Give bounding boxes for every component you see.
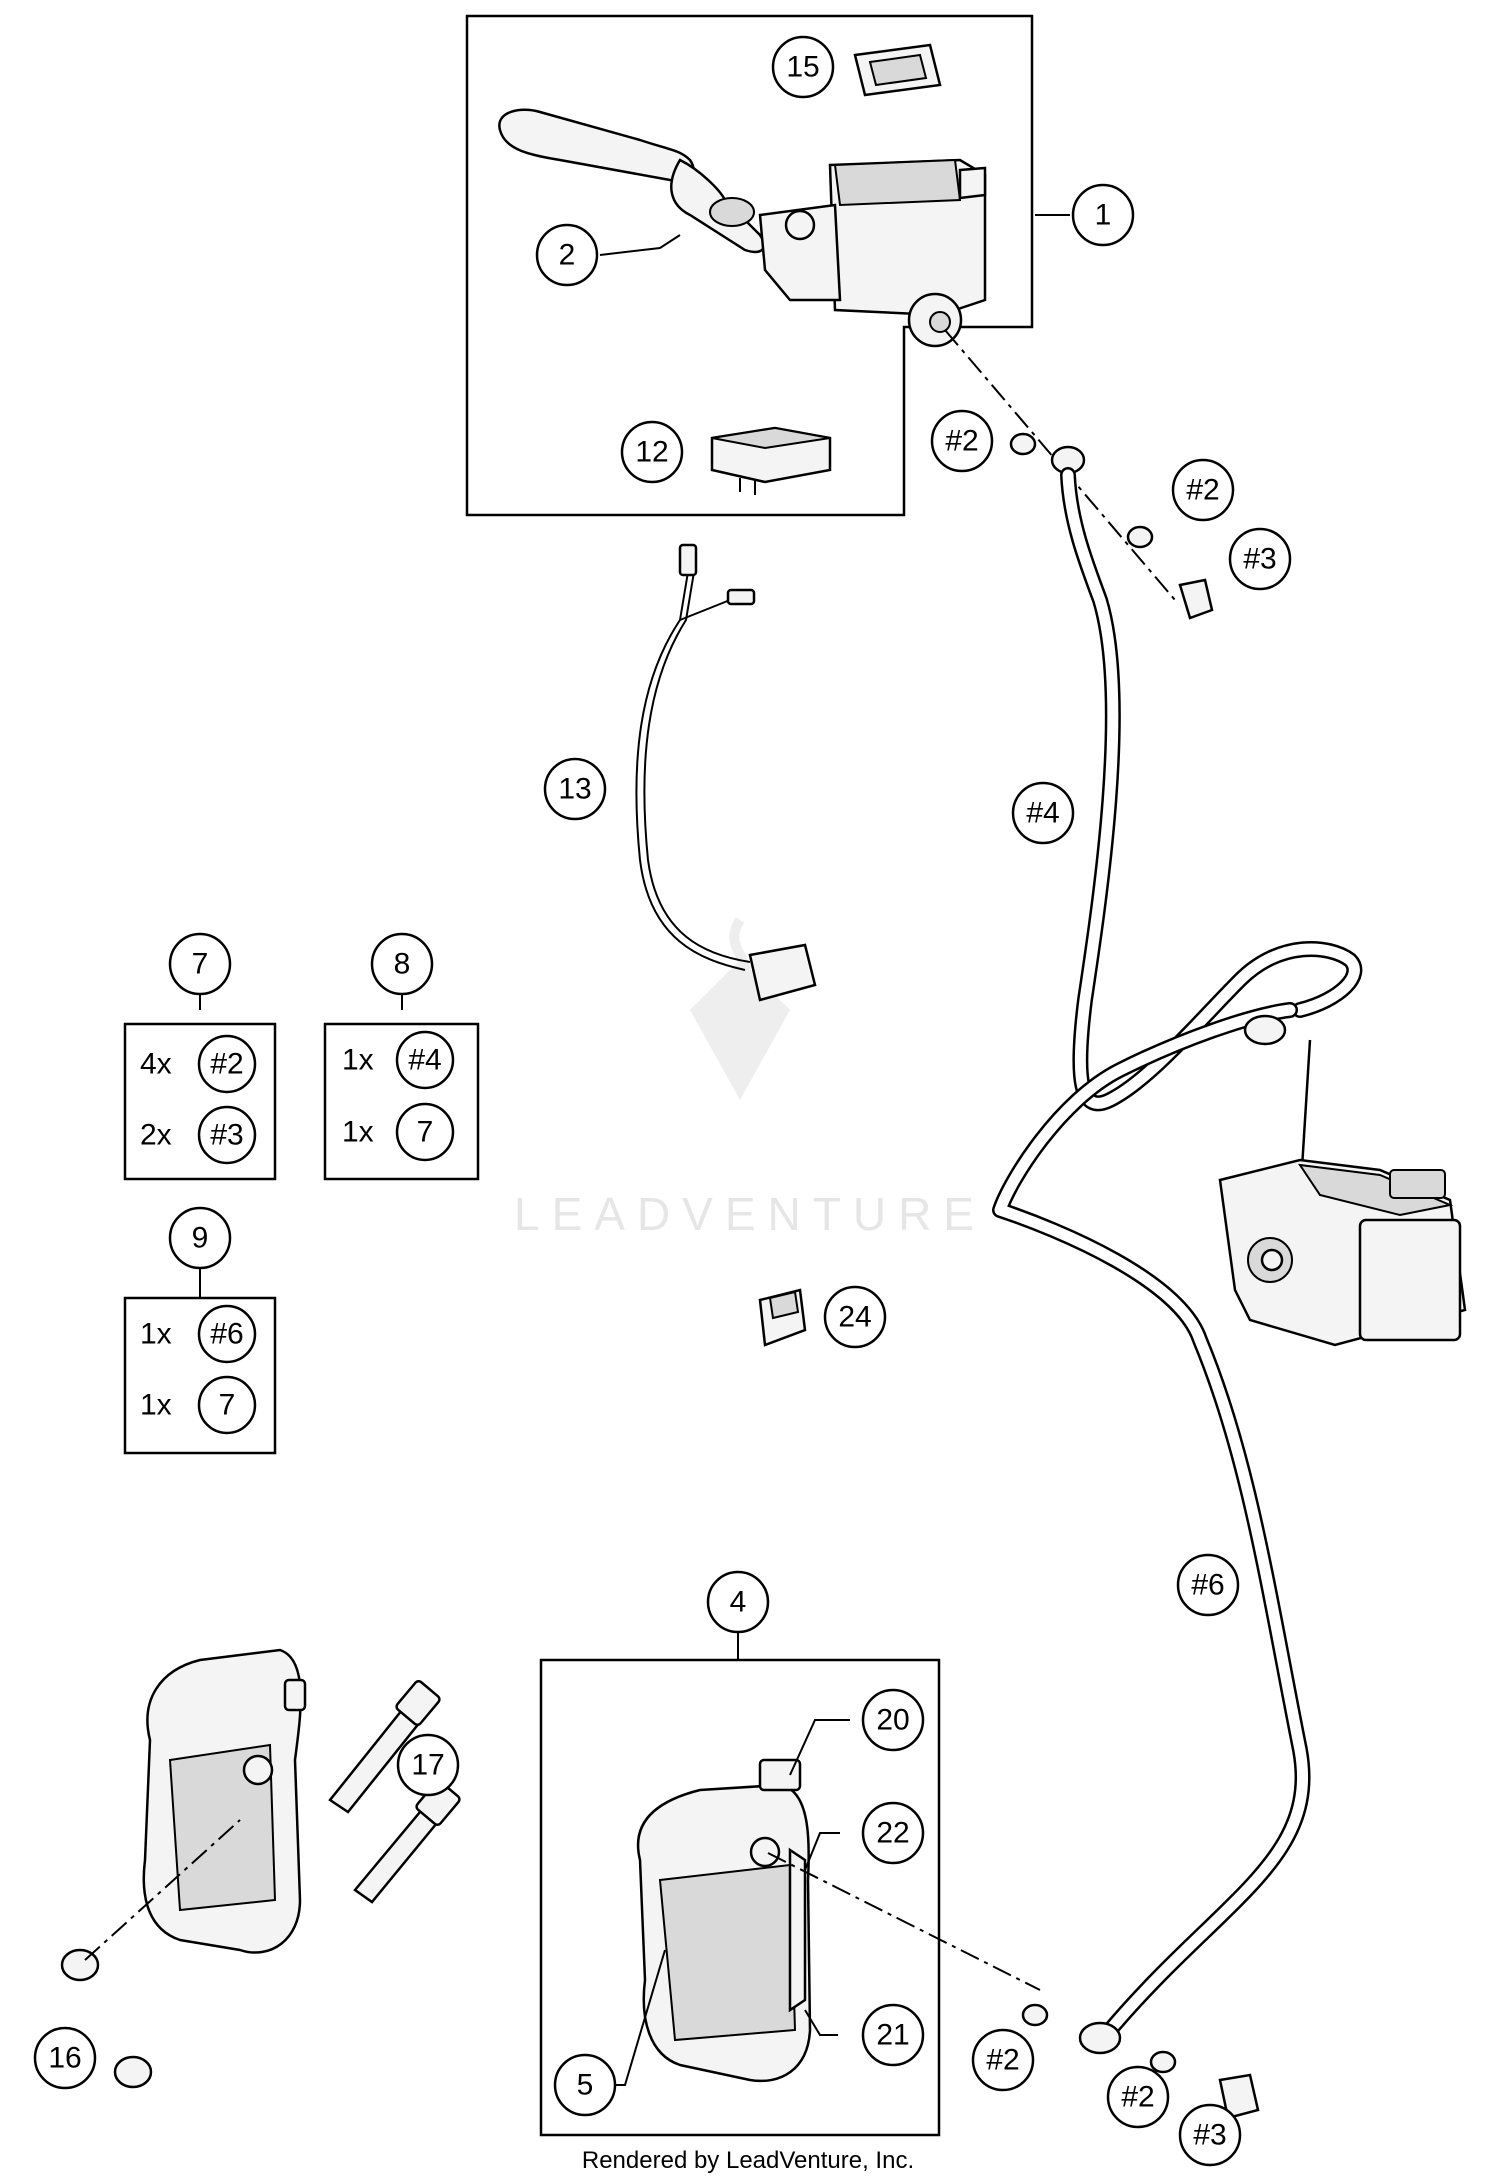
- callout-9-label: 9: [192, 1222, 209, 1255]
- callout-12-label: 12: [635, 436, 668, 469]
- master-cylinder: [758, 158, 987, 348]
- callout-13: 13: [543, 757, 607, 821]
- caliper-main: [636, 1758, 812, 2083]
- kit-box-8: 1x #4 1x 7: [323, 1022, 480, 1181]
- callout-24-label: 24: [838, 1301, 871, 1334]
- brake-lever: [498, 108, 766, 254]
- callout-22: 22: [861, 1801, 925, 1865]
- caliper-left: [142, 1648, 307, 1954]
- kit-7-row2-ref: #3: [210, 1119, 243, 1152]
- brake-hose-6: [992, 1002, 1311, 2038]
- callout-7: 7: [168, 932, 232, 996]
- watermark-text: LEADVENTURE: [514, 1188, 986, 1240]
- callout-h3b: #3: [1178, 2103, 1242, 2167]
- callout-15-label: 15: [786, 51, 819, 84]
- kit-7-row1-ref: #2: [210, 1048, 243, 1081]
- callout-h2c: #2: [971, 2028, 1035, 2092]
- caliper-bolts: [328, 1679, 461, 1904]
- kit-8-row1-qty: 1x: [342, 1044, 374, 1077]
- kit-9-row2-qty: 1x: [140, 1389, 172, 1422]
- banjo-bolt-top: [1178, 578, 1214, 620]
- kit-box-9: 1x #6 1x 7: [123, 1296, 277, 1455]
- hose-clip: [758, 1288, 807, 1347]
- callout-h2a-label: #2: [945, 425, 978, 458]
- brake-light-switch: [710, 426, 832, 495]
- callout-21-label: 21: [876, 2019, 909, 2052]
- washer-top-1: [1009, 432, 1037, 456]
- callout-7-label: 7: [192, 948, 209, 981]
- callout-22-label: 22: [876, 1817, 909, 1850]
- callout-h6: #6: [1176, 1553, 1240, 1617]
- callout-5-label: 5: [577, 2069, 594, 2102]
- callout-17-label: 17: [411, 1749, 444, 1782]
- callout-8: 8: [370, 932, 434, 996]
- callout-h3b-label: #3: [1193, 2119, 1226, 2152]
- connection-line: [944, 329, 1176, 601]
- kit-9-row1-qty: 1x: [140, 1318, 172, 1351]
- callout-9: 9: [168, 1206, 232, 1270]
- callout-1: 1: [1071, 183, 1135, 247]
- callout-13-label: 13: [558, 773, 591, 806]
- kit-7-row2-qty: 2x: [140, 1119, 172, 1152]
- callout-h6-label: #6: [1191, 1569, 1224, 1602]
- banjo-bolt-bottom: [1218, 2073, 1260, 2120]
- callout-1-label: 1: [1095, 199, 1112, 232]
- callout-8-label: 8: [394, 948, 411, 981]
- abs-unit: [1218, 1158, 1467, 1347]
- leader-lines: [199, 214, 1070, 2086]
- callout-h2d-label: #2: [1121, 2081, 1154, 2114]
- reservoir-seal: [853, 43, 942, 97]
- callout-4: 4: [706, 1570, 770, 1634]
- kit-8-row2-qty: 1x: [342, 1116, 374, 1149]
- callout-21: 21: [861, 2003, 925, 2067]
- kit-7-row1-qty: 4x: [140, 1048, 172, 1081]
- footer-credit: Rendered by LeadVenture, Inc.: [582, 2147, 914, 2174]
- callout-h3a: #3: [1228, 527, 1292, 591]
- washer-bottom-2: [1149, 2050, 1177, 2074]
- kit-8-row2-ref: 7: [417, 1116, 434, 1149]
- kit-9-row1-ref: #6: [210, 1318, 243, 1351]
- callout-4-label: 4: [730, 1586, 747, 1619]
- callout-12: 12: [620, 420, 684, 484]
- kit-box-7: 4x #2 2x #3: [123, 1022, 277, 1181]
- master-cylinder-group-box: [465, 14, 1034, 517]
- callout-h4: #4: [1011, 781, 1075, 845]
- callout-15: 15: [771, 35, 835, 99]
- watermark-flame-icon: [729, 917, 751, 993]
- callout-h2b-label: #2: [1186, 474, 1219, 507]
- kit-8-row1-ref: #4: [408, 1044, 441, 1077]
- banjo-bottom: [1078, 2021, 1122, 2055]
- callout-h2a: #2: [930, 409, 994, 473]
- callout-h3a-label: #3: [1243, 543, 1276, 576]
- callout-24: 24: [823, 1285, 887, 1349]
- brake-hose-4: [1060, 467, 1363, 1112]
- caliper-bolt-line: [767, 1852, 1041, 1991]
- washer-top-2: [1126, 525, 1154, 549]
- callout-h2b: #2: [1171, 458, 1235, 522]
- callout-h2d: #2: [1106, 2065, 1170, 2129]
- kit-9-row2-ref: 7: [219, 1389, 236, 1422]
- abs-banjo: [1243, 1014, 1287, 1046]
- callout-20-label: 20: [876, 1704, 909, 1737]
- callout-h4-label: #4: [1026, 797, 1059, 830]
- washer-bottom-1: [1021, 2003, 1049, 2027]
- callout-2-label: 2: [559, 239, 576, 272]
- watermark: LEADVENTURE: [514, 917, 986, 1240]
- callout-5: 5: [553, 2053, 617, 2117]
- callout-20: 20: [861, 1688, 925, 1752]
- callout-16-label: 16: [48, 2042, 81, 2075]
- callout-2: 2: [535, 223, 599, 287]
- callout-16: 16: [33, 2026, 97, 2090]
- callout-17: 17: [396, 1733, 460, 1797]
- wire-harness: [635, 543, 817, 1002]
- callout-h2c-label: #2: [986, 2044, 1019, 2077]
